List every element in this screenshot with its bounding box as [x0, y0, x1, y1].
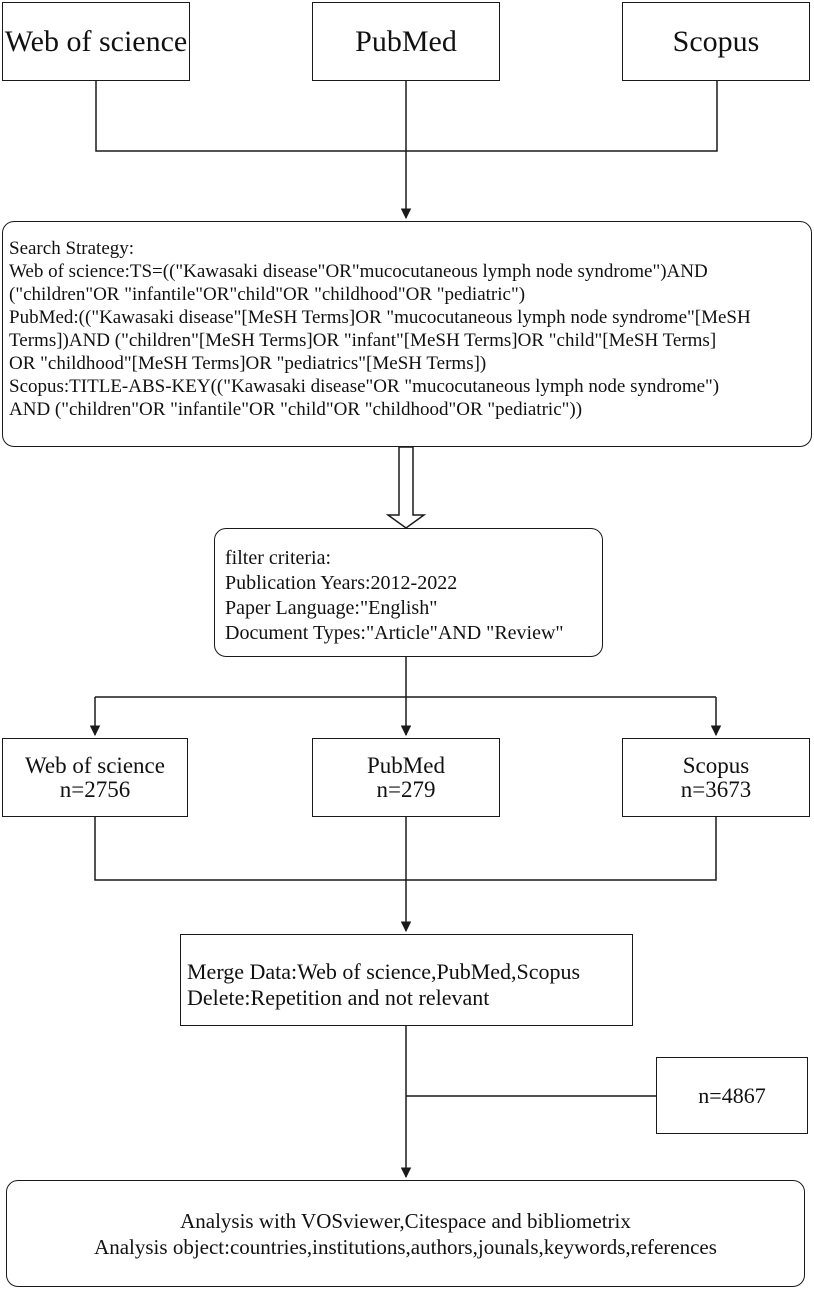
source-wos-box: Web of science — [2, 2, 190, 81]
hollow-down-arrow — [385, 446, 427, 529]
search-strategy-line: AND ("children"OR "infantile"OR "child"O… — [9, 399, 583, 420]
merge-delete-line: Delete:Repetition and not relevant — [187, 985, 490, 1010]
search-strategy-line: OR "childhood"[MeSH Terms]OR "pediatrics… — [9, 353, 487, 374]
result-wos-name: Web of science — [25, 752, 165, 778]
search-strategy-line: ("children"OR "infantile"OR"child"OR "ch… — [9, 284, 526, 305]
filter-language: Paper Language:"English" — [225, 597, 438, 619]
result-pubmed-name: PubMed — [367, 752, 445, 778]
source-pubmed-label: PubMed — [355, 24, 457, 58]
filter-criteria-box: filter criteria: Publication Years:2012-… — [214, 528, 603, 657]
search-strategy-line: Scopus:TITLE-ABS-KEY(("Kawasaki disease"… — [9, 376, 720, 397]
result-wos-box: Web of science n=2756 — [2, 738, 188, 817]
total-count-box: n=4867 — [656, 1057, 808, 1134]
result-scopus-box: Scopus n=3673 — [622, 738, 810, 817]
merge-data-line: Merge Data:Web of science,PubMed,Scopus — [187, 959, 581, 984]
filter-years: Publication Years:2012-2022 — [225, 572, 458, 594]
result-scopus-name: Scopus — [682, 752, 750, 778]
analysis-box: Analysis with VOSviewer,Citespace and bi… — [6, 1180, 805, 1287]
analysis-tools-line: Analysis with VOSviewer,Citespace and bi… — [180, 1208, 631, 1233]
analysis-objects-line: Analysis object:countries,institutions,a… — [94, 1234, 717, 1259]
filter-title: filter criteria: — [225, 547, 332, 569]
result-scopus-count: n=3673 — [680, 776, 752, 802]
source-scopus-box: Scopus — [622, 2, 810, 81]
filter-doc-types: Document Types:"Article"AND "Review" — [225, 622, 564, 644]
search-strategy-box: Search Strategy: Web of science:TS=(("Ka… — [2, 221, 812, 447]
search-strategy-line: PubMed:(("Kawasaki disease"[MeSH Terms]O… — [9, 307, 751, 328]
search-strategy-line: Web of science:TS=(("Kawasaki disease"OR… — [9, 261, 708, 282]
search-strategy-title: Search Strategy: — [9, 238, 135, 259]
source-wos-label: Web of science — [4, 24, 188, 58]
search-strategy-line: Terms])AND ("children"[MeSH Terms]OR "in… — [9, 330, 717, 351]
source-scopus-label: Scopus — [672, 24, 760, 58]
result-wos-count: n=2756 — [59, 776, 131, 802]
merge-box: Merge Data:Web of science,PubMed,Scopus … — [180, 934, 633, 1026]
total-count: n=4867 — [698, 1082, 766, 1108]
result-pubmed-box: PubMed n=279 — [312, 738, 500, 817]
result-pubmed-count: n=279 — [376, 776, 436, 802]
source-pubmed-box: PubMed — [312, 2, 500, 81]
